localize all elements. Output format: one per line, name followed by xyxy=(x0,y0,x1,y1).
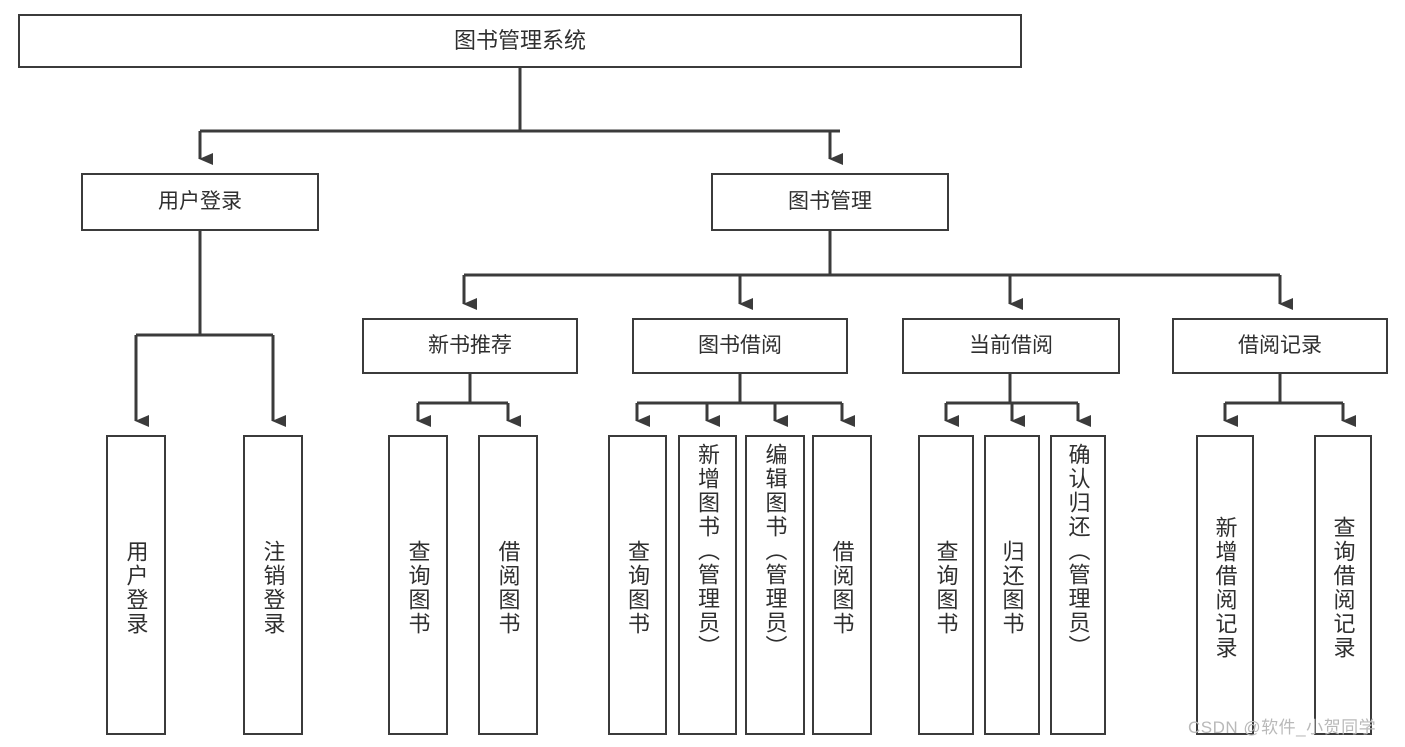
node-leaf-query-book-rec[interactable]: 查询图书 xyxy=(388,435,448,735)
node-label: 用户登录 xyxy=(158,190,242,214)
node-user-login[interactable]: 用户登录 xyxy=(81,173,319,231)
node-leaf-borrow-book-rec[interactable]: 借阅图书 xyxy=(478,435,538,735)
node-label: 借阅图书 xyxy=(829,540,855,636)
node-label: 图书管理系统 xyxy=(453,27,586,53)
node-label: 新增借阅记录 xyxy=(1212,516,1238,660)
node-label: 查询图书 xyxy=(405,540,431,636)
node-label: 查询图书 xyxy=(933,540,959,636)
node-current-borrow[interactable]: 当前借阅 xyxy=(902,318,1120,374)
node-leaf-query-record[interactable]: 查询借阅记录 xyxy=(1314,435,1372,735)
node-label: 新增图书（管理员） xyxy=(695,443,721,659)
node-label: 用户登录 xyxy=(123,540,149,636)
node-leaf-user-logout[interactable]: 注销登录 xyxy=(243,435,303,735)
node-label: 借阅记录 xyxy=(1238,334,1322,358)
node-book-borrow[interactable]: 图书借阅 xyxy=(632,318,848,374)
node-label: 图书管理 xyxy=(788,190,872,214)
node-label: 当前借阅 xyxy=(969,334,1053,358)
node-leaf-query-book[interactable]: 查询图书 xyxy=(608,435,667,735)
node-leaf-add-book[interactable]: 新增图书（管理员） xyxy=(678,435,737,735)
node-leaf-borrow-book[interactable]: 借阅图书 xyxy=(812,435,872,735)
node-label: 确认归还（管理员） xyxy=(1065,443,1091,659)
node-leaf-add-record[interactable]: 新增借阅记录 xyxy=(1196,435,1254,735)
csdn-watermark: CSDN @软件_小贺同学 xyxy=(1188,718,1377,737)
node-label: 借阅图书 xyxy=(495,540,521,636)
node-label: 注销登录 xyxy=(260,540,286,636)
node-borrow-record[interactable]: 借阅记录 xyxy=(1172,318,1388,374)
node-label: 图书借阅 xyxy=(698,334,782,358)
node-book-manage[interactable]: 图书管理 xyxy=(711,173,949,231)
node-label: 归还图书 xyxy=(999,540,1025,636)
node-root-system[interactable]: 图书管理系统 xyxy=(18,14,1022,68)
node-leaf-query-book-current[interactable]: 查询图书 xyxy=(918,435,974,735)
node-label: 查询借阅记录 xyxy=(1330,516,1356,660)
node-leaf-confirm-return[interactable]: 确认归还（管理员） xyxy=(1050,435,1106,735)
node-leaf-edit-book[interactable]: 编辑图书（管理员） xyxy=(745,435,805,735)
node-label: 新书推荐 xyxy=(428,334,512,358)
node-leaf-return-book[interactable]: 归还图书 xyxy=(984,435,1040,735)
node-label: 查询图书 xyxy=(625,540,651,636)
node-leaf-user-login[interactable]: 用户登录 xyxy=(106,435,166,735)
node-new-book-rec[interactable]: 新书推荐 xyxy=(362,318,578,374)
node-label: 编辑图书（管理员） xyxy=(762,443,788,659)
